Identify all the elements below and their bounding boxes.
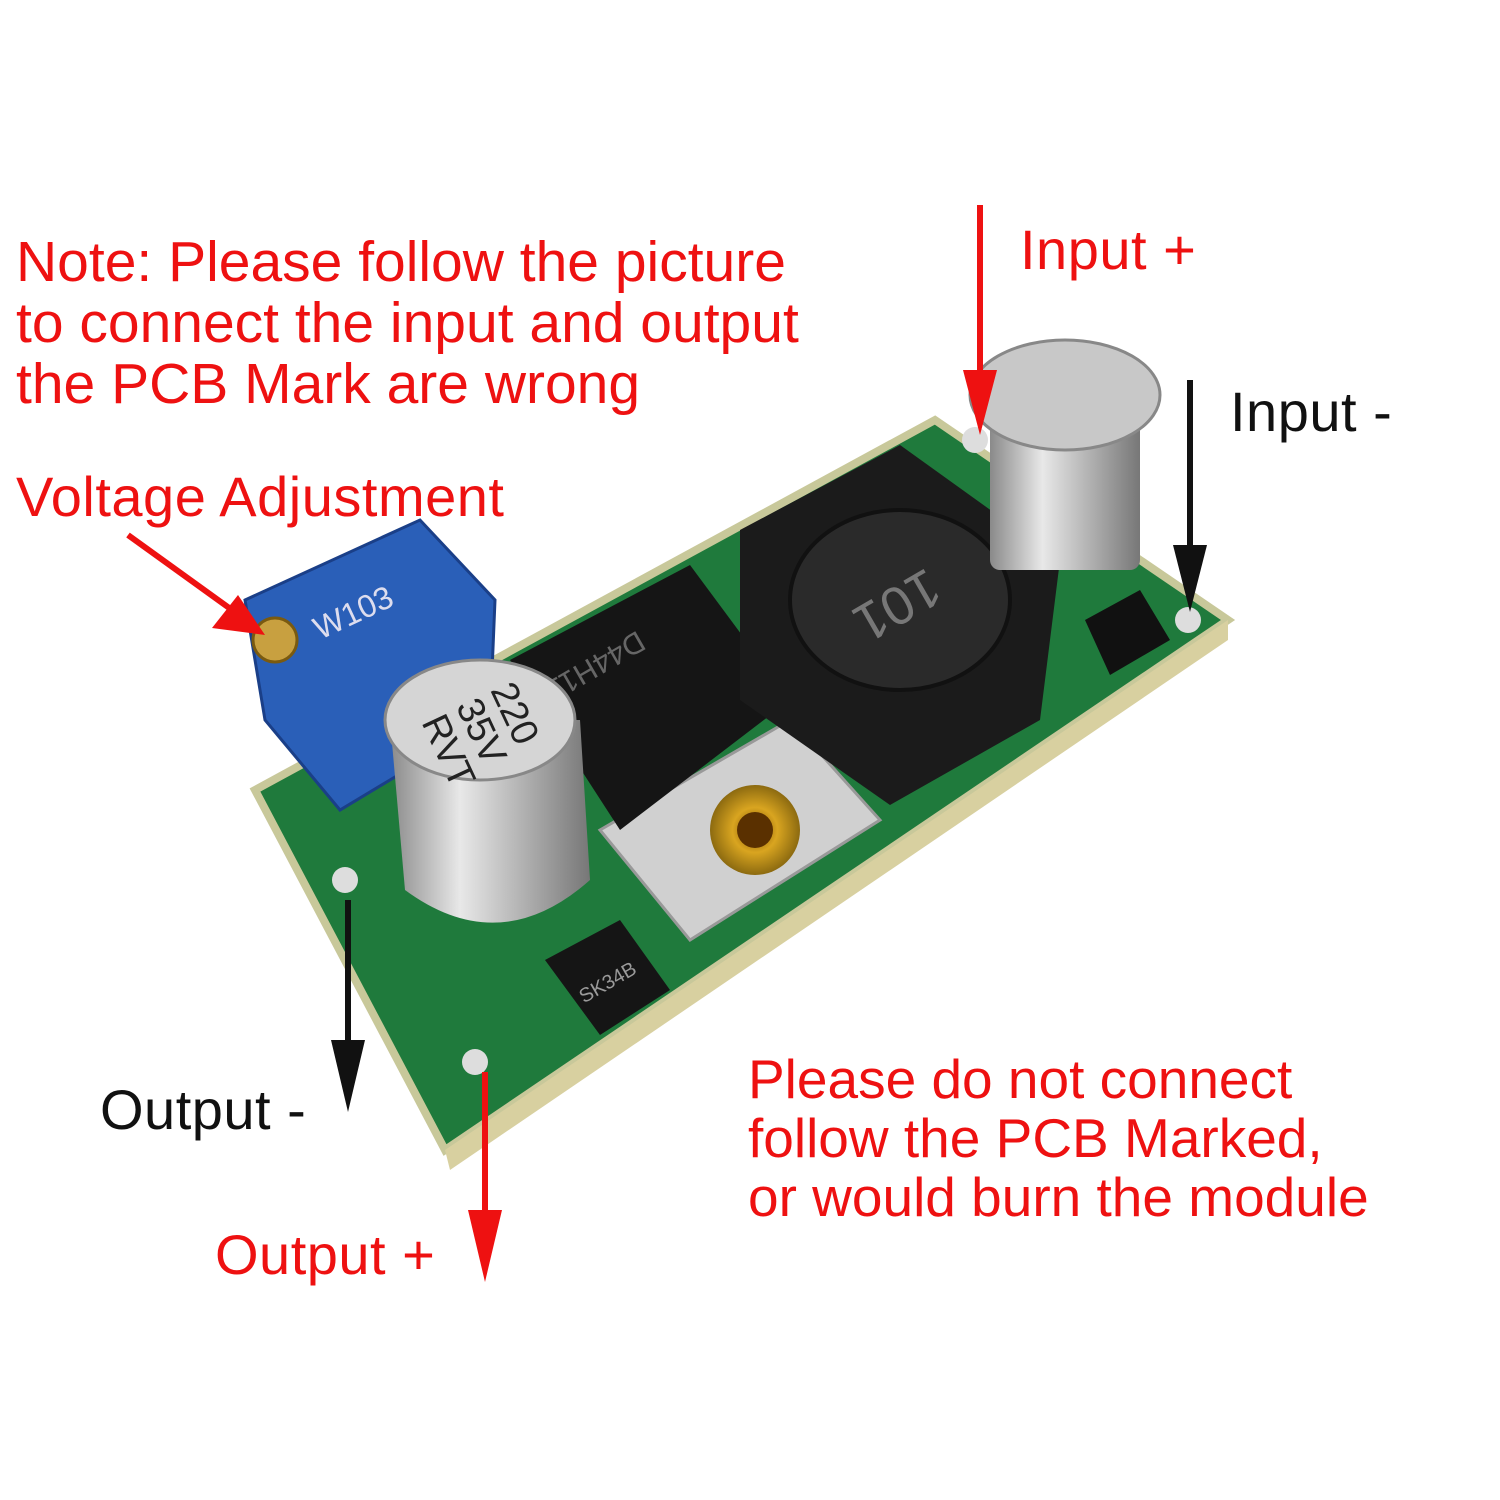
pad-input-plus [962, 427, 988, 453]
pad-output-minus [332, 867, 358, 893]
mounting-hole-center [737, 812, 773, 848]
label-output-minus: Output - [100, 1078, 307, 1141]
warning-text: Please do not connect follow the PCB Mar… [748, 1050, 1369, 1227]
arrow-output-minus [331, 900, 365, 1112]
diode [545, 920, 670, 1035]
pcb-board-edge [445, 620, 1228, 1170]
warning-line: or would burn the module [748, 1166, 1369, 1228]
note-text: Note: Please follow the picture to conne… [16, 232, 799, 415]
arrow-input-plus [963, 205, 997, 435]
ic-right [1085, 590, 1170, 675]
label-input-plus: Input + [1020, 218, 1197, 281]
trimmer-screw [251, 616, 299, 664]
note-line: to connect the input and output [16, 291, 799, 355]
inductor-top [788, 508, 1012, 692]
arrow-voltage-adjustment [126, 532, 265, 635]
arrow-output-plus [468, 1072, 502, 1282]
arrow-input-minus [1173, 380, 1207, 612]
label-output-plus: Output + [215, 1223, 436, 1286]
capacitor-input-top [968, 338, 1162, 452]
pad-output-plus [462, 1049, 488, 1075]
warning-line: follow the PCB Marked, [748, 1107, 1323, 1169]
pad-input-minus [1175, 607, 1201, 633]
warning-line: Please do not connect [748, 1048, 1293, 1110]
note-line: Note: Please follow the picture [16, 230, 786, 294]
note-line: the PCB Mark are wrong [16, 352, 641, 416]
capacitor-output-top [383, 658, 577, 782]
label-input-minus: Input - [1230, 380, 1393, 443]
label-voltage-adjustment: Voltage Adjustment [16, 465, 505, 528]
